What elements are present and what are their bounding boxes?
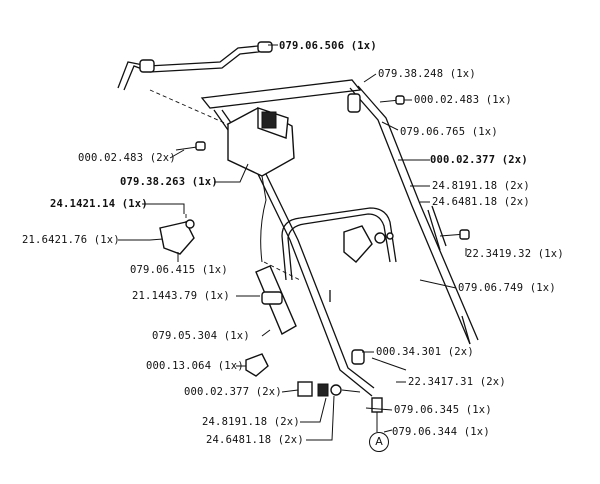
part-number: 079.06.749	[458, 282, 524, 294]
part-label: 079.06.344 (1x)	[392, 426, 490, 438]
part-label: 21.6421.76 (1x)	[22, 234, 120, 246]
part-qty: (2x)	[277, 434, 304, 446]
part-label: 000.02.377 (2x)	[430, 154, 528, 166]
part-number: 24.6481.18	[206, 434, 272, 446]
part-qty: (2x)	[447, 346, 474, 358]
part-number: 000.13.064	[146, 360, 212, 372]
part-label: 079.06.749 (1x)	[458, 282, 556, 294]
part-qty: (1x)	[485, 94, 512, 106]
part-label: 21.1443.79 (1x)	[132, 290, 230, 302]
part-number: 079.05.304	[152, 330, 218, 342]
part-qty: (2x)	[149, 152, 176, 164]
part-qty: (2x)	[479, 376, 506, 388]
part-qty: (1x)	[449, 68, 476, 80]
part-number: 079.06.345	[394, 404, 460, 416]
part-number: 079.06.765	[400, 126, 466, 138]
part-qty: (1x)	[529, 282, 556, 294]
part-number: 079.06.506	[279, 40, 345, 52]
part-qty: (1x)	[463, 426, 490, 438]
part-qty: (2x)	[501, 154, 528, 166]
part-number: 24.8191.18	[202, 416, 268, 428]
part-qty: (2x)	[503, 180, 530, 192]
part-qty: (1x)	[465, 404, 492, 416]
reference-marker: A	[369, 432, 389, 452]
part-number: 000.02.377	[184, 386, 250, 398]
part-label: 22.3417.31 (2x)	[408, 376, 506, 388]
part-label: 079.38.248 (1x)	[378, 68, 476, 80]
part-label: 000.02.483 (1x)	[414, 94, 512, 106]
part-qty: (1x)	[201, 264, 228, 276]
part-label: 079.06.506 (1x)	[279, 40, 377, 52]
part-number: 079.38.248	[378, 68, 444, 80]
part-label: 000.02.483 (2x)	[78, 152, 176, 164]
part-qty: (1x)	[191, 176, 218, 188]
cable-guide-part	[149, 214, 195, 255]
part-qty: (1x)	[121, 198, 148, 210]
part-number: 22.3417.31	[408, 376, 474, 388]
part-qty: (1x)	[350, 40, 377, 52]
frame-foot-parts	[371, 205, 471, 432]
clamp-knob-part	[343, 225, 394, 263]
fastener-parts	[175, 95, 470, 371]
part-qty: (1x)	[223, 330, 250, 342]
control-box-part	[227, 107, 295, 263]
part-number: 000.02.377	[430, 154, 496, 166]
part-label: 24.6481.18 (2x)	[432, 196, 530, 208]
part-label: 22.3419.32 (1x)	[466, 248, 564, 260]
block-washer-parts	[297, 381, 361, 397]
small-knob-part	[245, 353, 269, 377]
part-label: 000.02.377 (2x)	[184, 386, 282, 398]
part-qty: (2x)	[503, 196, 530, 208]
part-label: 24.6481.18 (2x)	[206, 434, 304, 446]
part-qty: (1x)	[217, 360, 244, 372]
part-label: 24.8191.18 (2x)	[432, 180, 530, 192]
part-label: 000.34.301 (2x)	[376, 346, 474, 358]
part-label: 079.05.304 (1x)	[152, 330, 250, 342]
part-qty: (1x)	[471, 126, 498, 138]
part-qty: (2x)	[255, 386, 282, 398]
part-number: 22.3419.32	[466, 248, 532, 260]
upper-bar-part	[117, 41, 273, 91]
part-number: 000.02.483	[414, 94, 480, 106]
part-number: 21.6421.76	[22, 234, 88, 246]
part-label: 24.8191.18 (2x)	[202, 416, 300, 428]
part-qty: (1x)	[537, 248, 564, 260]
part-number: 24.6481.18	[432, 196, 498, 208]
part-qty: (1x)	[93, 234, 120, 246]
leader-lines	[118, 44, 467, 441]
part-number: 079.06.344	[392, 426, 458, 438]
lower-loop-part	[281, 207, 397, 302]
part-number: 000.34.301	[376, 346, 442, 358]
part-number: 24.1421.14	[50, 198, 116, 210]
part-number: 079.38.263	[120, 176, 186, 188]
part-qty: (1x)	[203, 290, 230, 302]
part-label: 079.06.415 (1x)	[130, 264, 228, 276]
part-label: 079.38.263 (1x)	[120, 176, 218, 188]
part-label: 24.1421.14 (1x)	[50, 198, 148, 210]
part-number: 000.02.483	[78, 152, 144, 164]
part-number: 24.8191.18	[432, 180, 498, 192]
part-qty: (2x)	[273, 416, 300, 428]
spring-grip-part	[238, 261, 301, 336]
part-number: 21.1443.79	[132, 290, 198, 302]
part-number: 079.06.415	[130, 264, 196, 276]
part-label: 079.06.345 (1x)	[394, 404, 492, 416]
part-label: 079.06.765 (1x)	[400, 126, 498, 138]
part-label: 000.13.064 (1x)	[146, 360, 244, 372]
